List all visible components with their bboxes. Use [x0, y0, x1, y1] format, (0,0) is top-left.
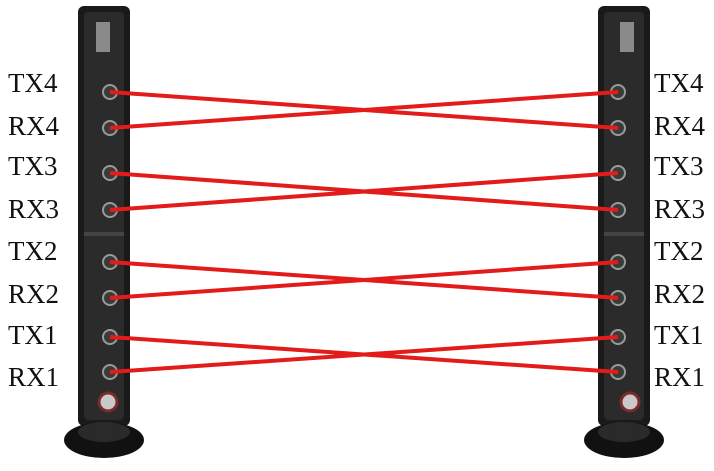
right-label-rx1: RX1 — [654, 364, 705, 391]
left-label-tx3: TX3 — [8, 153, 58, 180]
left-label-rx2: RX2 — [8, 281, 59, 308]
right-post — [584, 6, 664, 458]
right-label-rx3: RX3 — [654, 196, 705, 223]
right-label-rx4: RX4 — [654, 113, 705, 140]
right-label-tx4: TX4 — [654, 70, 704, 97]
right-label-tx1: TX1 — [654, 322, 704, 349]
right-label-tx2: TX2 — [654, 238, 704, 265]
left-label-rx1: RX1 — [8, 364, 59, 391]
right-label-rx2: RX2 — [654, 281, 705, 308]
left-label-tx4: TX4 — [8, 70, 58, 97]
left-label-tx2: TX2 — [8, 238, 58, 265]
left-label-tx1: TX1 — [8, 322, 58, 349]
left-post — [64, 6, 144, 458]
left-label-rx3: RX3 — [8, 196, 59, 223]
right-label-tx3: TX3 — [654, 153, 704, 180]
left-label-rx4: RX4 — [8, 113, 59, 140]
